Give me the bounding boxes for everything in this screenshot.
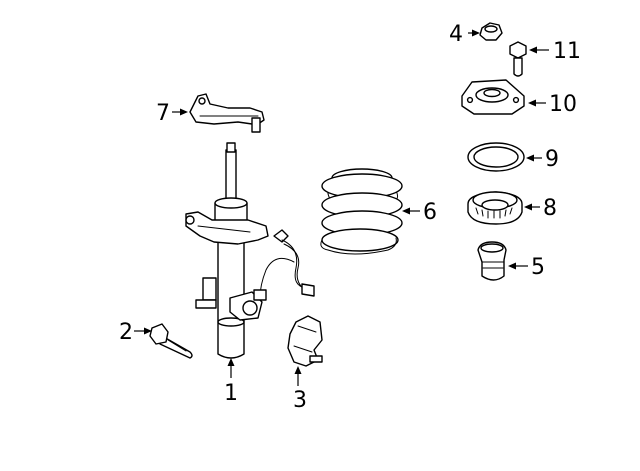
part-washer	[467, 142, 525, 172]
part-strut	[185, 142, 269, 359]
part-coil-spring	[320, 168, 403, 255]
part-bolt	[149, 323, 193, 359]
part-nut	[479, 22, 503, 41]
leader-arrows	[134, 29, 549, 386]
callout-2: 2	[119, 320, 133, 345]
part-sensor-wire	[253, 229, 315, 301]
callout-10: 10	[549, 92, 577, 117]
callout-6: 6	[423, 200, 437, 225]
part-bump-stop	[477, 241, 507, 281]
callout-labels: 1 2 3 4 5 6 7 8 9 10 11	[119, 22, 581, 413]
part-upper-bracket	[189, 93, 265, 133]
callout-5: 5	[531, 255, 545, 280]
callout-9: 9	[545, 147, 559, 172]
part-strut-mount	[461, 79, 525, 115]
callout-11: 11	[553, 39, 581, 64]
callout-4: 4	[449, 22, 463, 47]
callout-3: 3	[293, 388, 307, 413]
callout-1: 1	[224, 381, 238, 406]
part-spring-seat	[467, 191, 523, 225]
part-upper-bolt	[509, 41, 527, 77]
callout-8: 8	[543, 196, 557, 221]
part-bracket	[287, 315, 323, 367]
callout-7: 7	[156, 101, 170, 126]
